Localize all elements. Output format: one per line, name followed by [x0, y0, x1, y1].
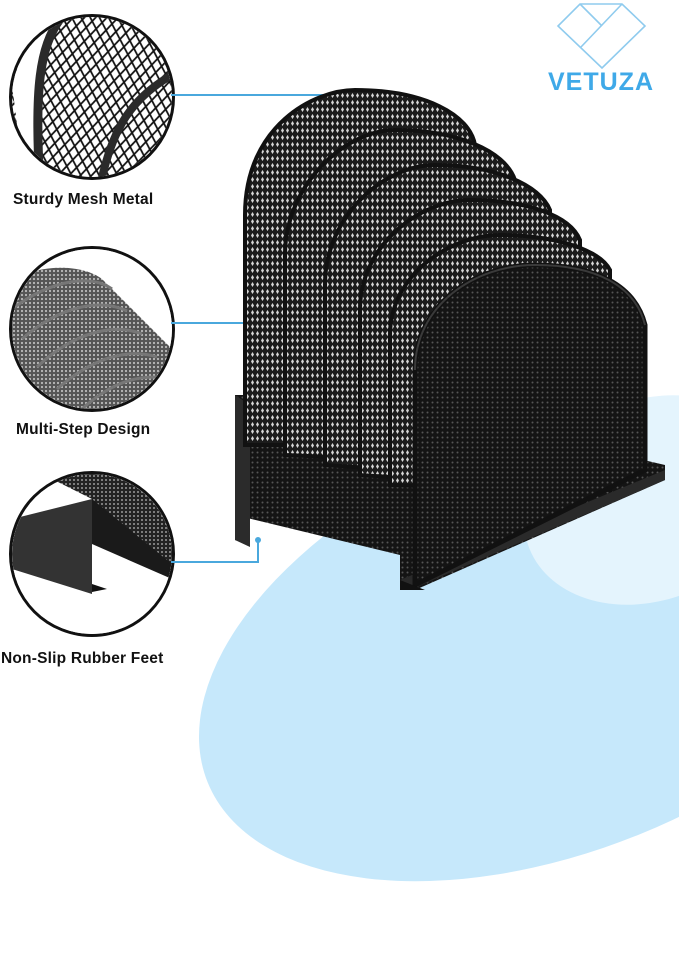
tiered-sections-closeup-image — [9, 246, 175, 412]
diamond-heart-icon — [556, 3, 647, 70]
feature-label-multistep: Multi-Step Design — [16, 421, 151, 438]
feature-label-feet: Non-Slip Rubber Feet — [1, 650, 164, 667]
file-organizer-image — [235, 87, 665, 590]
mesh-closeup-image — [9, 14, 175, 180]
brand-name: VETUZA — [548, 68, 654, 96]
base-feet-closeup-image — [9, 471, 175, 637]
feature-label-mesh: Sturdy Mesh Metal — [13, 191, 154, 208]
